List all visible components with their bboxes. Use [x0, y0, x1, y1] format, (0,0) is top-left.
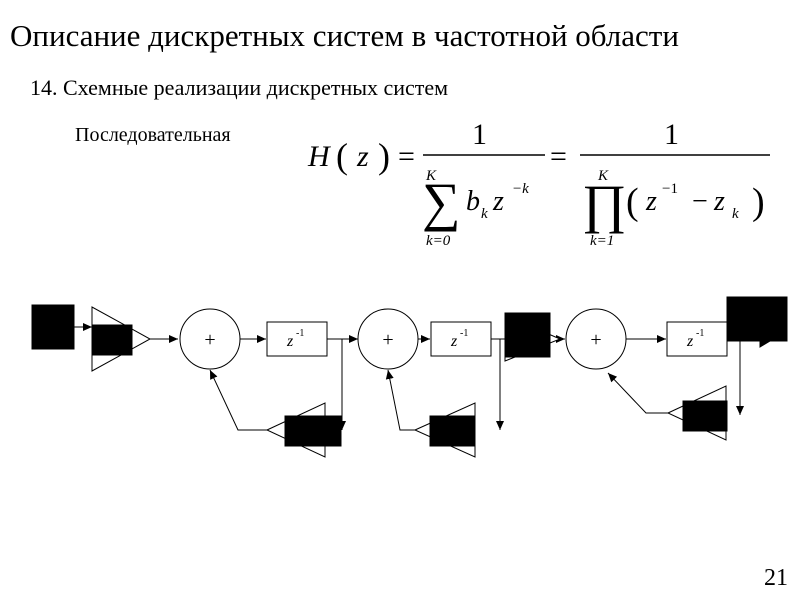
sum-symbol: ∑ — [422, 172, 461, 232]
feedback-coef-block-2 — [429, 415, 475, 447]
formula-z-power: z — [492, 186, 504, 217]
input-block — [31, 304, 75, 350]
formula-minus: − — [692, 186, 708, 217]
feedback-coef-block-3 — [682, 400, 728, 432]
delay-3-z: z — [686, 333, 694, 350]
delay-block-2 — [430, 321, 492, 357]
inter-stage-block — [504, 312, 551, 358]
formula-numerator-2: 1 — [664, 118, 679, 151]
formula-z: z — [356, 140, 369, 173]
delay-2-z: z — [450, 333, 458, 350]
formula-z-k: z — [713, 186, 725, 217]
formula-paren-close: ) — [378, 136, 390, 176]
adder-3-symbol: + — [590, 329, 601, 351]
delay-1-exp: -1 — [296, 328, 304, 339]
formula-zk-subscript: k — [732, 206, 739, 222]
formula-equals-2: = — [550, 140, 567, 173]
formula-equals-1: = — [398, 140, 415, 173]
output-block — [726, 296, 788, 342]
formula-numerator-1: 1 — [472, 118, 487, 151]
prod-lower-limit: k=1 — [590, 233, 614, 249]
formula-paren-open-2: ( — [626, 181, 639, 223]
delay-block-1 — [266, 321, 328, 357]
slide-title: Описание дискретных систем в частотной о… — [10, 18, 679, 53]
prod-upper-limit: K — [597, 168, 609, 184]
adder-2-symbol: + — [382, 329, 393, 351]
formula-z-inv: z — [645, 186, 657, 217]
formula-exponent-neg-1: −1 — [662, 181, 678, 197]
formula-b-subscript: k — [481, 206, 488, 222]
delay-2-exp: -1 — [460, 328, 468, 339]
transfer-function-formula: H ( z ) = 1 K ∑ k=0 b k z −k = 1 K ∏ k=1… — [307, 118, 770, 249]
sum-upper-limit: K — [425, 168, 437, 184]
delay-1-z: z — [286, 333, 294, 350]
formula-exponent-neg-k: −k — [512, 181, 529, 197]
delay-block-3 — [666, 321, 728, 357]
section-heading: 14. Схемные реализации дискретных систем — [30, 75, 449, 100]
page-number: 21 — [764, 565, 788, 591]
feedback-coef-block-1 — [284, 415, 342, 447]
formula-b: b — [466, 186, 480, 217]
structure-label: Последовательная — [75, 124, 231, 146]
delay-3-exp: -1 — [696, 328, 704, 339]
adder-1-symbol: + — [204, 329, 215, 351]
formula-paren-open: ( — [336, 136, 348, 176]
product-symbol: ∏ — [582, 174, 626, 234]
formula-H: H — [307, 140, 332, 173]
formula-paren-close-2: ) — [752, 181, 765, 223]
sum-lower-limit: k=0 — [426, 233, 451, 249]
gain-label-block — [91, 324, 133, 356]
cascade-block-diagram: + + + z -1 z -1 z -1 — [31, 296, 788, 458]
